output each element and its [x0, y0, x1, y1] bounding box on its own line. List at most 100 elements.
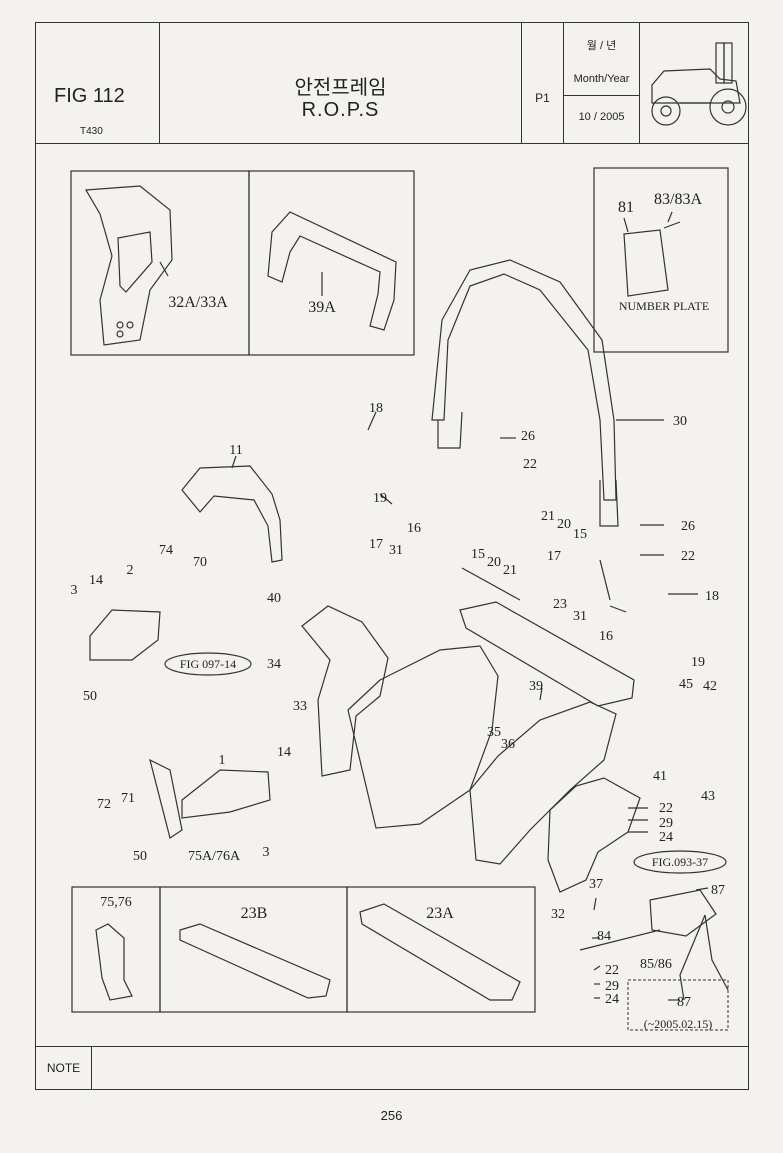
- part-label: 16: [407, 521, 421, 536]
- bracket-7576-drawing: [95, 923, 133, 1001]
- part-label: 39A: [308, 299, 336, 316]
- parts-sheet: FIG 112 T430 안전프레임 R.O.P.S P1 월 / 년 Mont…: [35, 22, 749, 1090]
- title-english: R.O.P.S: [301, 99, 380, 121]
- fig-cell: FIG 112 T430: [36, 23, 160, 143]
- tractor-cell: [640, 23, 750, 143]
- part-label: 31: [573, 609, 587, 624]
- part-label: 22: [659, 801, 673, 816]
- fender-left-drawing: [347, 645, 499, 829]
- part-label: 72: [97, 797, 111, 812]
- part-label: 41: [653, 769, 667, 784]
- part-label: 33: [293, 699, 307, 714]
- part-label: 17: [547, 549, 561, 564]
- date-note: (~2005.02.15): [644, 1017, 712, 1031]
- part-label: 87: [677, 995, 691, 1010]
- bracket-33-drawing: [301, 605, 389, 777]
- ref-fig-093: FIG.093-37: [652, 855, 708, 869]
- part-label: 19: [373, 491, 387, 506]
- part-label: 29: [605, 979, 619, 994]
- part-label: 17: [369, 537, 383, 552]
- fig-093-part-drawing: [649, 889, 717, 937]
- part-label: 21: [503, 563, 517, 578]
- part-label: 22: [523, 457, 537, 472]
- part-label: 50: [83, 689, 97, 704]
- part-label: 81: [618, 199, 634, 216]
- title-korean: 안전프레임: [294, 77, 387, 99]
- page-code-cell: P1: [522, 23, 564, 143]
- date-label-korean: 월 / 년: [586, 40, 617, 52]
- model-code: T430: [80, 126, 103, 137]
- part-label: 14: [277, 745, 291, 760]
- part-label: 15: [471, 547, 485, 562]
- part-label: 20: [487, 555, 501, 570]
- part-label: 15: [573, 527, 587, 542]
- part-label: 21: [541, 509, 555, 524]
- note-row: NOTE: [36, 1046, 748, 1089]
- part-label: 23B: [241, 905, 268, 922]
- part-label: 35: [487, 725, 501, 740]
- bracket-1-drawing: [181, 769, 271, 819]
- part-label: 22: [605, 963, 619, 978]
- part-label: 43: [701, 789, 715, 804]
- bracket-32-drawing: [547, 777, 641, 893]
- part-label: 50: [133, 849, 147, 864]
- plate-23-drawing: [459, 601, 635, 707]
- date-label-english: Month/Year: [573, 73, 630, 85]
- part-label: 32: [551, 907, 565, 922]
- fig-number: FIG 112: [54, 85, 125, 107]
- note-label: NOTE: [36, 1047, 92, 1089]
- part-label: 23A: [426, 905, 454, 922]
- part-label: 83/83A: [654, 191, 702, 208]
- part-label: 34: [267, 657, 281, 672]
- inset-box-number-plate: [593, 167, 729, 353]
- part-label: 20: [557, 517, 571, 532]
- ref-fig-097: FIG 097-14: [180, 657, 236, 671]
- header-block: FIG 112 T430 안전프레임 R.O.P.S P1 월 / 년 Mont…: [36, 23, 748, 144]
- part-label: 29: [659, 816, 673, 831]
- part-label: 30: [673, 414, 687, 429]
- part-label: 75,76: [100, 895, 132, 910]
- part-label: 19: [691, 655, 705, 670]
- ref-fig-093-ellipse: [633, 850, 727, 874]
- part-label: 22: [681, 549, 695, 564]
- inset-box-23A: [346, 886, 536, 1013]
- inset-box-39A: [248, 170, 415, 356]
- part-label: 18: [369, 401, 383, 416]
- part-label: 1: [219, 753, 226, 768]
- plate-23B-drawing: [179, 923, 331, 999]
- title-cell: 안전프레임 R.O.P.S: [160, 23, 522, 143]
- part-label: 32A/33A: [168, 294, 228, 311]
- part-label: 74: [159, 543, 173, 558]
- number-plate-label: NUMBER PLATE: [619, 299, 709, 313]
- part-label: 70: [193, 555, 207, 570]
- part-label: 11: [229, 443, 242, 458]
- part-label: 18: [705, 589, 719, 604]
- plate-23A-drawing: [359, 903, 521, 1001]
- part-label: 39: [529, 679, 543, 694]
- part-label: 26: [521, 429, 535, 444]
- part-label: 23: [553, 597, 567, 612]
- part-label: 24: [605, 992, 619, 1007]
- rops-arch-drawing: [431, 259, 617, 501]
- bracket-2-drawing: [89, 609, 161, 661]
- part-label: 36: [501, 737, 515, 752]
- bracket-39A-drawing: [267, 211, 397, 331]
- part-label: 71: [121, 791, 135, 806]
- part-label: 85/86: [640, 957, 672, 972]
- tractor-icon: [651, 42, 747, 126]
- bracket-11-drawing: [181, 465, 283, 563]
- ref-fig-097-ellipse: [164, 652, 252, 676]
- part-label: 14: [89, 573, 103, 588]
- fender-right-drawing: [469, 701, 617, 865]
- part-label: 45: [679, 677, 693, 692]
- date-cell: 월 / 년 Month/Year 10 / 2005: [564, 23, 640, 143]
- part-label: 3: [263, 845, 270, 860]
- number-plate-drawing: [623, 229, 669, 297]
- page-number: 256: [380, 1108, 403, 1123]
- part-label: 24: [659, 830, 673, 845]
- part-label: 26: [681, 519, 695, 534]
- part-label: 40: [267, 591, 281, 606]
- part-label: 2: [127, 563, 134, 578]
- date-value: 10 / 2005: [578, 111, 625, 123]
